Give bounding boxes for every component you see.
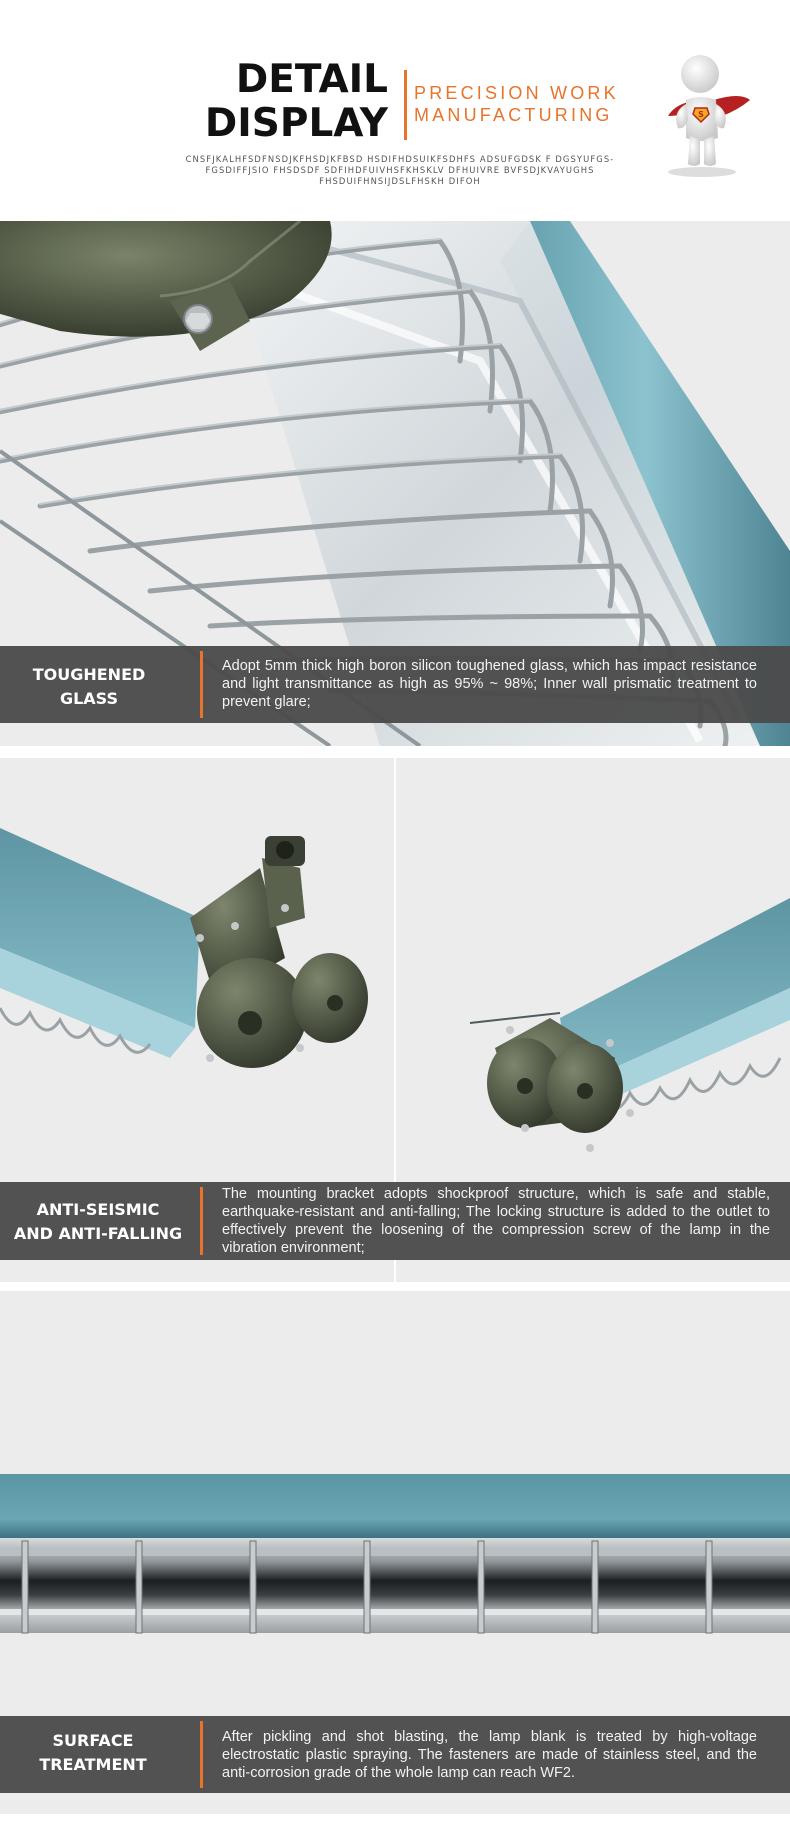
- caption-title-line-2: AND ANTI-FALLING: [13, 1224, 183, 1243]
- caption-title: ANTI-SEISMIC AND ANTI-FALLING: [0, 1198, 196, 1246]
- caption-description: The mounting bracket adopts shockproof s…: [222, 1186, 770, 1256]
- superhero-mascot-icon: S: [668, 55, 750, 177]
- title-line-2: DISPLAY: [204, 101, 388, 146]
- svg-text:S: S: [698, 110, 704, 119]
- title-line-1: DETAIL: [235, 57, 388, 102]
- caption-description: Adopt 5mm thick high boron silicon tough…: [222, 658, 757, 710]
- toughened-glass-photo: [0, 221, 790, 746]
- caption-accent-line: [200, 651, 203, 718]
- subtitle-line-1: PRECISION WORK: [414, 83, 619, 103]
- caption-title-line-1: SURFACE: [52, 1731, 134, 1750]
- header-fine-print: CNSFJKALHFSDFNSDJKFHSDJKFBSD HSDIFHDSUIK…: [185, 154, 615, 186]
- surface-treatment-photo: [0, 1474, 790, 1634]
- page-subtitle: PRECISION WORK MANUFACTURING: [414, 82, 619, 126]
- page-title: DETAIL DISPLAY: [205, 58, 388, 146]
- title-accent-divider: [404, 70, 407, 140]
- caption-description: After pickling and shot blasting, the la…: [222, 1729, 757, 1781]
- caption-title-line-2: GLASS: [59, 689, 119, 708]
- page-header: DETAIL DISPLAY PRECISION WORK MANUFACTUR…: [0, 0, 790, 220]
- caption-accent-line: [200, 1187, 203, 1255]
- caption-title-line-1: ANTI-SEISMIC: [36, 1200, 160, 1219]
- caption-title-line-2: TREATMENT: [39, 1755, 147, 1774]
- caption-accent-line: [200, 1721, 203, 1788]
- caption-title: TOUGHENED GLASS: [0, 663, 178, 711]
- photo-divider: [394, 758, 396, 1282]
- mounting-bracket-photo: [0, 828, 790, 1152]
- caption-surface-treatment: SURFACE TREATMENT After pickling and sho…: [0, 1716, 790, 1793]
- caption-toughened-glass: TOUGHENED GLASS Adopt 5mm thick high bor…: [0, 646, 790, 723]
- caption-title: SURFACE TREATMENT: [0, 1729, 186, 1777]
- caption-title-line-1: TOUGHENED: [32, 665, 146, 684]
- subtitle-line-2: MANUFACTURING: [414, 105, 613, 125]
- section-toughened-glass: [0, 221, 790, 746]
- caption-anti-seismic: ANTI-SEISMIC AND ANTI-FALLING The mounti…: [0, 1182, 790, 1260]
